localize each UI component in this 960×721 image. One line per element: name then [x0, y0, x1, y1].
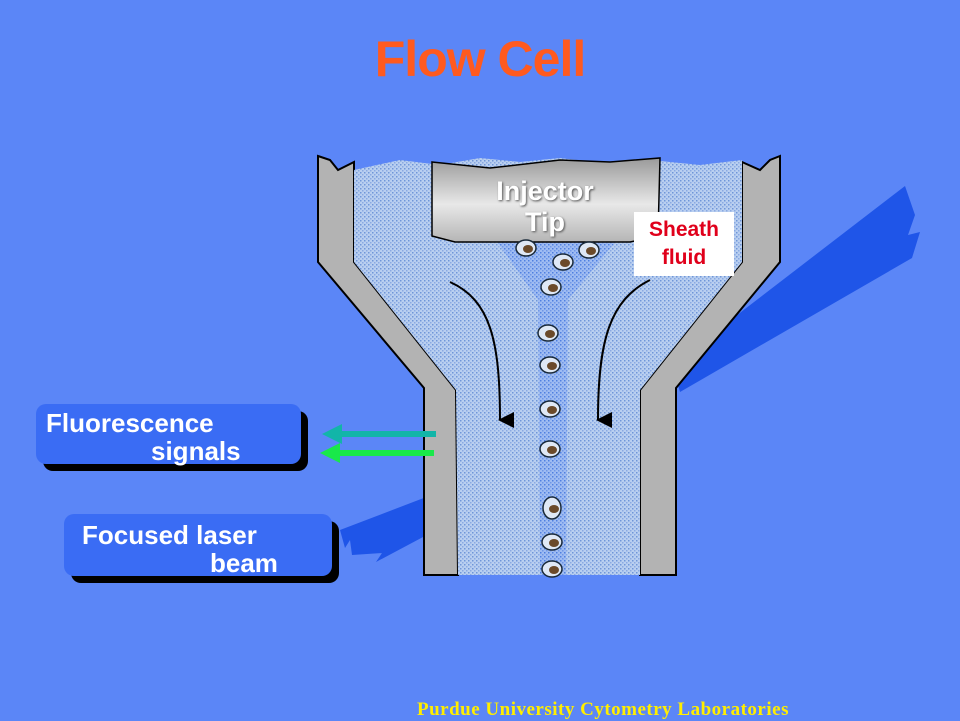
- cell: [541, 560, 563, 578]
- cell: [542, 496, 562, 520]
- cells: [515, 239, 600, 578]
- sheath-fluid-label: Sheath fluid: [634, 212, 734, 276]
- focused-laser-beam-label: Focused laser beam: [64, 514, 332, 577]
- cell: [539, 400, 561, 418]
- footer-credit: Purdue University Cytometry Laboratories: [417, 699, 789, 720]
- cell: [552, 253, 574, 271]
- cell: [541, 533, 563, 551]
- cell: [515, 239, 537, 257]
- cell: [578, 241, 600, 259]
- cell: [540, 278, 562, 296]
- fluorescence-arrow-green: [320, 443, 434, 463]
- slide-title: Flow Cell: [374, 31, 586, 87]
- cell: [537, 324, 559, 342]
- injector-tip-label: Injector Tip: [496, 176, 594, 237]
- flow-arrow-left: [449, 281, 515, 428]
- cell: [539, 356, 561, 374]
- laser-beam-incoming: [672, 186, 920, 392]
- fluorescence-arrow-teal: [322, 424, 436, 444]
- flow-arrow-right: [596, 279, 651, 429]
- fluorescence-signals-label: Fluorescence signals: [36, 404, 301, 465]
- cell: [539, 440, 561, 458]
- injector-tip: [431, 157, 661, 243]
